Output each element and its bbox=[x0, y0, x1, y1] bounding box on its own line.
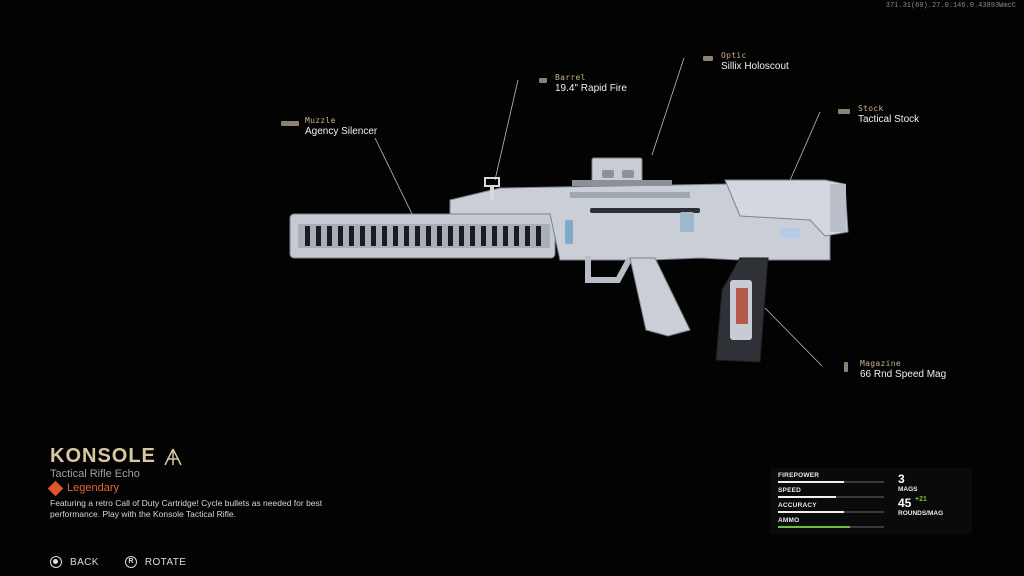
callout-attachment-name: Tactical Stock bbox=[858, 114, 920, 125]
stat-bar-fill bbox=[778, 511, 844, 513]
barrel-attachment-icon bbox=[539, 78, 547, 83]
callout-slot-label: Muzzle bbox=[305, 116, 336, 125]
weapon-description: Featuring a retro Call of Duty Cartridge… bbox=[50, 498, 323, 519]
callout-attachment-name: 66 Rnd Speed Mag bbox=[860, 369, 947, 380]
muzzle-attachment-icon bbox=[281, 121, 299, 126]
stat-bar-fill bbox=[778, 526, 851, 528]
stat-speed: SPEED bbox=[778, 487, 884, 498]
callout-attachment-name: Agency Silencer bbox=[305, 126, 378, 137]
stat-bar bbox=[778, 496, 884, 498]
rounds-bonus: +21 bbox=[915, 496, 927, 503]
rarity-row: Legendary bbox=[47, 480, 119, 496]
callout-muzzle: Muzzle Agency Silencer bbox=[281, 116, 378, 137]
stat-bar-fill bbox=[778, 496, 837, 498]
rarity-label: Legendary bbox=[67, 482, 119, 494]
callout-barrel: Barrel 19.4" Rapid Fire bbox=[539, 73, 627, 94]
stat-label: FIREPOWER bbox=[778, 472, 820, 479]
mags-count: 3 bbox=[898, 472, 905, 486]
callout-slot-label: Barrel bbox=[555, 73, 586, 82]
rounds-label: ROUNDS/MAG bbox=[898, 510, 944, 517]
stat-label: ACCURACY bbox=[778, 502, 817, 509]
stat-label: SPEED bbox=[778, 487, 802, 494]
weapon-stats-panel: FIREPOWER SPEED ACCURACY AMMO 3 MAGS 45 … bbox=[770, 468, 972, 534]
weapon-title-row: KONSOLE bbox=[50, 445, 184, 468]
callout-stock: Stock Tactical Stock bbox=[838, 104, 920, 125]
legendary-rarity-icon bbox=[47, 480, 64, 496]
b-button-icon bbox=[50, 556, 62, 568]
stat-bar bbox=[778, 481, 884, 483]
build-version-text: 371.31(60).27.0.146.0.43893WmcC bbox=[885, 2, 1016, 10]
stat-ammo: AMMO bbox=[778, 517, 884, 528]
callout-attachment-name: Sillix Holoscout bbox=[721, 61, 789, 72]
callout-slot-label: Stock bbox=[858, 104, 884, 113]
back-button[interactable]: BACK bbox=[70, 556, 99, 568]
weapon-subtitle: Tactical Rifle Echo bbox=[50, 468, 140, 480]
callout-magazine: Magazine 66 Rnd Speed Mag bbox=[844, 359, 947, 380]
weapon-model[interactable] bbox=[270, 140, 860, 370]
magazine-attachment-icon bbox=[844, 362, 848, 372]
rounds-count: 45 bbox=[898, 496, 912, 510]
bottom-nav: BACK R ROTATE bbox=[50, 556, 212, 568]
weapon-title: KONSOLE bbox=[50, 445, 156, 467]
weapon-class-icon bbox=[164, 448, 182, 465]
stat-bar bbox=[778, 511, 884, 513]
callout-optic: Optic Sillix Holoscout bbox=[703, 51, 789, 72]
stat-bar bbox=[778, 526, 884, 528]
stat-firepower: FIREPOWER bbox=[778, 472, 884, 483]
mags-label: MAGS bbox=[898, 486, 918, 493]
callout-slot-label: Optic bbox=[721, 51, 747, 60]
rotate-button[interactable]: ROTATE bbox=[144, 556, 187, 568]
stat-bar-fill bbox=[778, 481, 844, 483]
stock-attachment-icon bbox=[838, 109, 850, 114]
optic-attachment-icon bbox=[703, 56, 713, 61]
r-button-icon: R bbox=[124, 556, 137, 568]
stat-label: AMMO bbox=[778, 517, 800, 524]
silencer-vents bbox=[305, 226, 541, 246]
stat-accuracy: ACCURACY bbox=[778, 502, 884, 513]
callout-attachment-name: 19.4" Rapid Fire bbox=[555, 83, 627, 94]
callout-slot-label: Magazine bbox=[860, 359, 901, 368]
